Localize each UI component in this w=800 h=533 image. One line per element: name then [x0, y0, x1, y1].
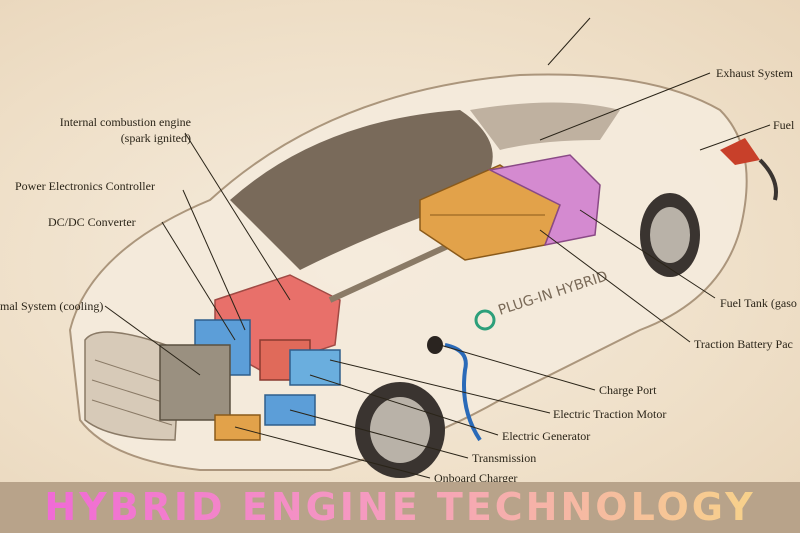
- drive-shaft: [328, 242, 452, 303]
- rear-wheel: [640, 193, 700, 277]
- windshield: [230, 110, 493, 270]
- label-ice-line2: (spark ignited): [120, 131, 191, 145]
- label-transmission: Transmission: [472, 451, 537, 465]
- front-wheel: [355, 382, 445, 478]
- label-thermal-system: mal System (cooling): [0, 299, 104, 313]
- car-illustration: PLUG-IN HYBRID: [68, 17, 778, 479]
- diagram-canvas: PLUG-IN HYBRID Exhaust System Fuel Inter…: [0, 0, 800, 482]
- label-dc-dc-converter: DC/DC Converter: [48, 215, 136, 229]
- label-fuel: Fuel: [773, 118, 795, 132]
- label-fuel-tank: Fuel Tank (gaso: [720, 296, 797, 310]
- leader-lines: [104, 17, 771, 479]
- label-onboard-charger: Onboard Charger: [434, 471, 518, 482]
- label-traction-motor: Electric Traction Motor: [553, 407, 667, 421]
- title-banner: HYBRID ENGINE TECHNOLOGY: [0, 482, 800, 533]
- label-exhaust-system: Exhaust System: [716, 66, 793, 80]
- fuel-tank: [487, 154, 601, 247]
- generator-motor: [289, 349, 341, 386]
- plug-in-emblem: [474, 309, 496, 331]
- rear-window: [470, 102, 620, 150]
- fuel-nozzle: [720, 138, 778, 201]
- label-generator: Electric Generator: [502, 429, 591, 443]
- label-traction-battery: Traction Battery Pac: [694, 337, 793, 351]
- label-ice-line1: Internal combustion engine: [59, 115, 191, 129]
- banner-title: HYBRID ENGINE TECHNOLOGY: [44, 482, 755, 533]
- radiator: [159, 344, 231, 421]
- label-charge-port: Charge Port: [599, 383, 657, 397]
- label-power-electronics: Power Electronics Controller: [15, 179, 155, 193]
